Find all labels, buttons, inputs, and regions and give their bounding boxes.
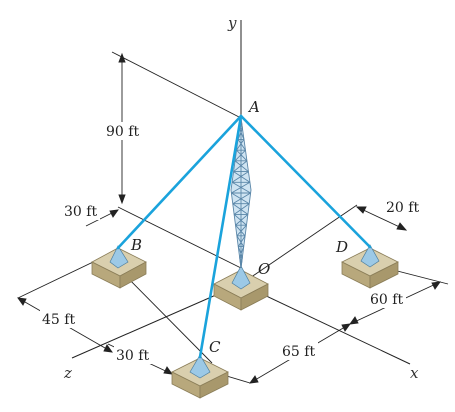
- cables: [116, 114, 372, 359]
- dim-60-arrow-right: [431, 281, 441, 290]
- dim-label-65: 65 ft: [282, 344, 315, 360]
- point-label-b: B: [130, 236, 142, 254]
- dim-65-arrow-right: [341, 323, 351, 332]
- dim-label-30-b: 30 ft: [64, 204, 97, 220]
- cable-ac: [198, 114, 243, 359]
- point-label-a: A: [247, 98, 260, 116]
- dim-60-arrow-left: [349, 316, 359, 325]
- point-label-c: C: [209, 338, 221, 356]
- ref-line-b-ground: [117, 206, 242, 269]
- point-label-o: O: [258, 260, 270, 278]
- dim-30c-arrow: [163, 366, 173, 375]
- dim-label-20: 20 ft: [386, 200, 419, 216]
- dim-label-45: 45 ft: [42, 312, 75, 328]
- dim-label-60: 60 ft: [370, 292, 403, 308]
- dim-45-arrow-left: [17, 297, 27, 306]
- axis-labels: y x z: [63, 14, 419, 382]
- axis-label-x: x: [410, 364, 419, 382]
- dimension-labels: 90 ft 30 ft 20 ft 45 ft 60 ft 30 ft 65 f…: [40, 122, 422, 364]
- point-labels: A B C D O: [130, 98, 348, 356]
- dim-30b-arrow: [109, 209, 119, 218]
- footing-b: [91, 245, 147, 289]
- dim-90-arrow-bottom: [118, 194, 126, 205]
- cable-ab: [116, 114, 243, 250]
- dim-label-90: 90 ft: [106, 124, 139, 140]
- point-label-d: D: [335, 238, 348, 256]
- footing-o: [213, 265, 269, 311]
- dim-20-arrow-left: [355, 206, 367, 214]
- cable-ad: [239, 114, 372, 249]
- ref-line-d-ground: [240, 204, 358, 285]
- x-axis: [240, 283, 411, 365]
- axis-label-z: z: [63, 364, 72, 382]
- dimension-lines: [17, 52, 441, 384]
- footing-c: [171, 354, 229, 399]
- lattice-tower: [230, 117, 252, 269]
- axis-label-y: y: [227, 14, 237, 32]
- dim-20-line: [356, 206, 407, 231]
- dim-20-arrow-right: [396, 222, 408, 231]
- dim-65-arrow-left: [249, 375, 259, 384]
- dim-label-30-c: 30 ft: [116, 348, 149, 364]
- ref-line-top: [111, 51, 242, 119]
- dim-90-arrow-top: [118, 52, 126, 63]
- dim-45-arrow-right: [103, 344, 113, 353]
- footing-d: [341, 244, 399, 289]
